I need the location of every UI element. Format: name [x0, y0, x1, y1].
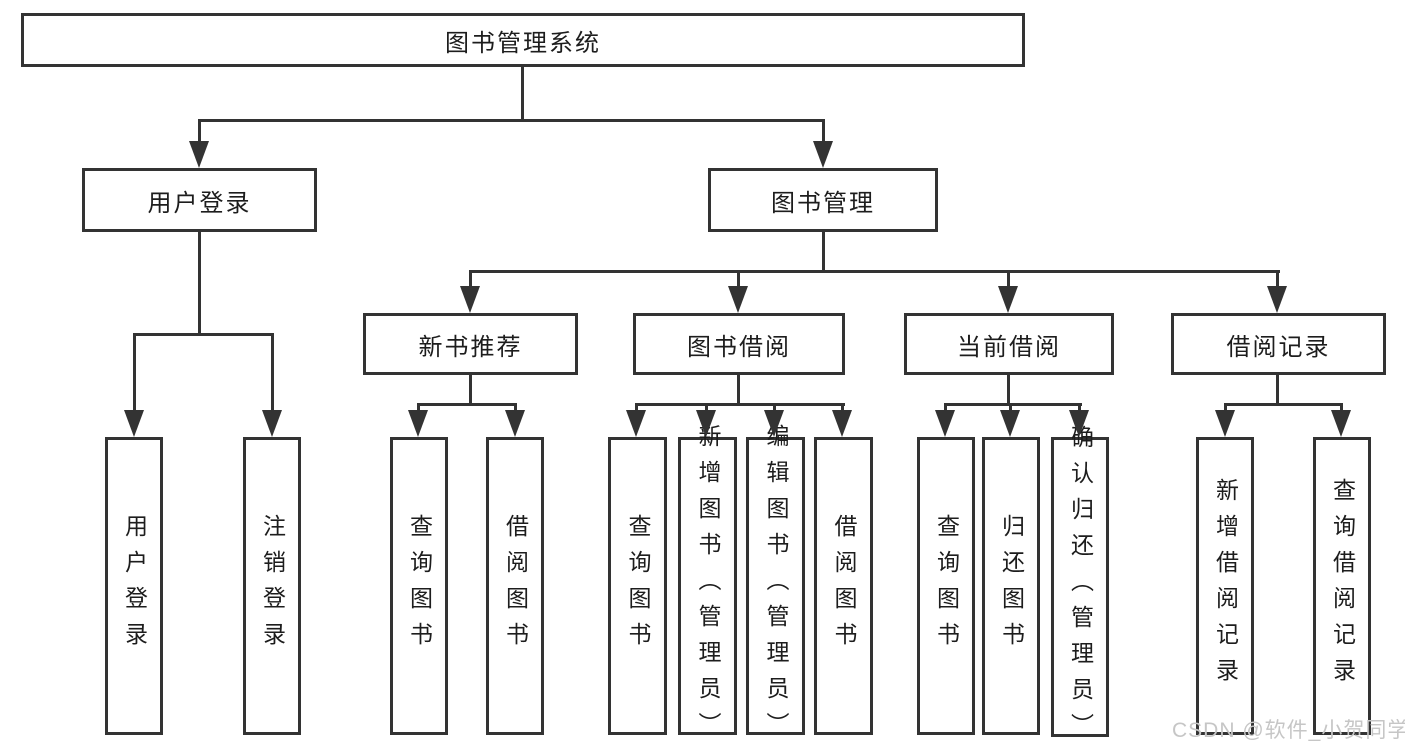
arrowhead-down-icon [262, 410, 282, 437]
node-label: 用户登录 [121, 514, 148, 658]
connector-line [773, 403, 776, 415]
connector-line [469, 270, 1280, 273]
leaf-query-books-recommend: 查询图书 [390, 437, 448, 735]
connector-line [737, 375, 740, 406]
connector-line [1276, 270, 1279, 290]
connector-line [469, 270, 472, 290]
node-label: 当前借阅 [957, 333, 1061, 361]
arrowhead-down-icon [1000, 410, 1020, 437]
connector-line [822, 232, 825, 272]
arrowhead-down-icon [1267, 286, 1287, 313]
node-label: 图书管理系统 [445, 29, 601, 57]
connector-line [1007, 270, 1010, 290]
node-label: 借阅图书 [831, 514, 857, 658]
connector-line [271, 333, 274, 413]
arrowhead-down-icon [1331, 410, 1351, 437]
connector-line [133, 333, 136, 413]
connector-line [198, 119, 825, 122]
node-label: 图书管理 [771, 189, 875, 217]
arrowhead-down-icon [408, 410, 428, 437]
node-user-login: 用户登录 [82, 168, 317, 232]
connector-line [635, 403, 638, 415]
connector-line [1078, 403, 1081, 415]
node-label: 注销登录 [259, 514, 286, 658]
node-label: 编辑图书（管理员） [763, 424, 789, 747]
connector-line [737, 270, 740, 290]
node-label: 借阅图书 [502, 514, 529, 658]
node-label: 查询图书 [625, 514, 651, 658]
connector-line [198, 232, 201, 335]
connector-line [1009, 403, 1012, 415]
connector-line [198, 119, 201, 149]
connector-line [1276, 375, 1279, 406]
arrowhead-down-icon [189, 141, 209, 168]
node-label: 用户登录 [147, 189, 252, 217]
leaf-user-login: 用户登录 [105, 437, 163, 735]
leaf-query-books-borrow: 查询图书 [608, 437, 667, 735]
arrowhead-down-icon [764, 410, 784, 437]
node-label: 图书借阅 [687, 333, 791, 361]
node-book-borrowing: 图书借阅 [633, 313, 845, 375]
connector-line [705, 403, 708, 415]
arrowhead-down-icon [1069, 410, 1089, 437]
connector-line [469, 375, 472, 406]
arrowhead-down-icon [460, 286, 480, 313]
connector-line [944, 403, 947, 415]
leaf-add-borrow-record: 新增借阅记录 [1196, 437, 1254, 735]
arrowhead-down-icon [696, 410, 716, 437]
csdn-watermark: CSDN @软件_小贺同学 [1172, 719, 1405, 742]
node-label: 确认归还（管理员） [1067, 425, 1094, 747]
arrowhead-down-icon [813, 141, 833, 168]
connector-line [133, 333, 274, 336]
node-label: 新书推荐 [418, 333, 523, 361]
node-label: 新增图书（管理员） [695, 424, 721, 747]
node-label: 查询图书 [933, 514, 960, 658]
leaf-borrow-books-recommend: 借阅图书 [486, 437, 544, 735]
connector-line [822, 119, 825, 149]
arrowhead-down-icon [505, 410, 525, 437]
connector-line [635, 403, 845, 406]
arrowhead-down-icon [832, 410, 852, 437]
connector-line [841, 403, 844, 415]
arrowhead-down-icon [1215, 410, 1235, 437]
node-book-management: 图书管理 [708, 168, 938, 232]
node-label: 新增借阅记录 [1212, 478, 1239, 694]
leaf-borrow-books: 借阅图书 [814, 437, 873, 735]
leaf-return-books: 归还图书 [982, 437, 1040, 735]
leaf-confirm-return-admin: 确认归还（管理员） [1051, 425, 1109, 747]
connector-line [417, 403, 517, 406]
connector-line [1007, 375, 1010, 406]
connector-line [1340, 403, 1343, 415]
arrowhead-down-icon [935, 410, 955, 437]
arrowhead-down-icon [626, 410, 646, 437]
node-new-book-recommendation: 新书推荐 [363, 313, 578, 375]
node-library-management-system: 图书管理系统 [21, 13, 1025, 67]
leaf-add-books-admin: 新增图书（管理员） [678, 424, 737, 747]
node-label: 借阅记录 [1226, 333, 1331, 361]
connector-line [417, 403, 420, 415]
node-label: 查询图书 [406, 514, 433, 658]
node-current-borrowing: 当前借阅 [904, 313, 1114, 375]
arrowhead-down-icon [124, 410, 144, 437]
arrowhead-down-icon [998, 286, 1018, 313]
connector-line [1224, 403, 1343, 406]
node-label: 归还图书 [998, 514, 1025, 658]
leaf-query-borrow-record: 查询借阅记录 [1313, 437, 1371, 735]
arrowhead-down-icon [728, 286, 748, 313]
connector-line [1224, 403, 1227, 415]
leaf-query-books-current: 查询图书 [917, 437, 975, 735]
connector-line [514, 403, 517, 415]
connector-line [521, 67, 524, 122]
leaf-edit-books-admin: 编辑图书（管理员） [746, 424, 805, 747]
node-borrowing-records: 借阅记录 [1171, 313, 1386, 375]
connector-line [944, 403, 1082, 406]
leaf-logout: 注销登录 [243, 437, 301, 735]
node-label: 查询借阅记录 [1329, 478, 1356, 694]
